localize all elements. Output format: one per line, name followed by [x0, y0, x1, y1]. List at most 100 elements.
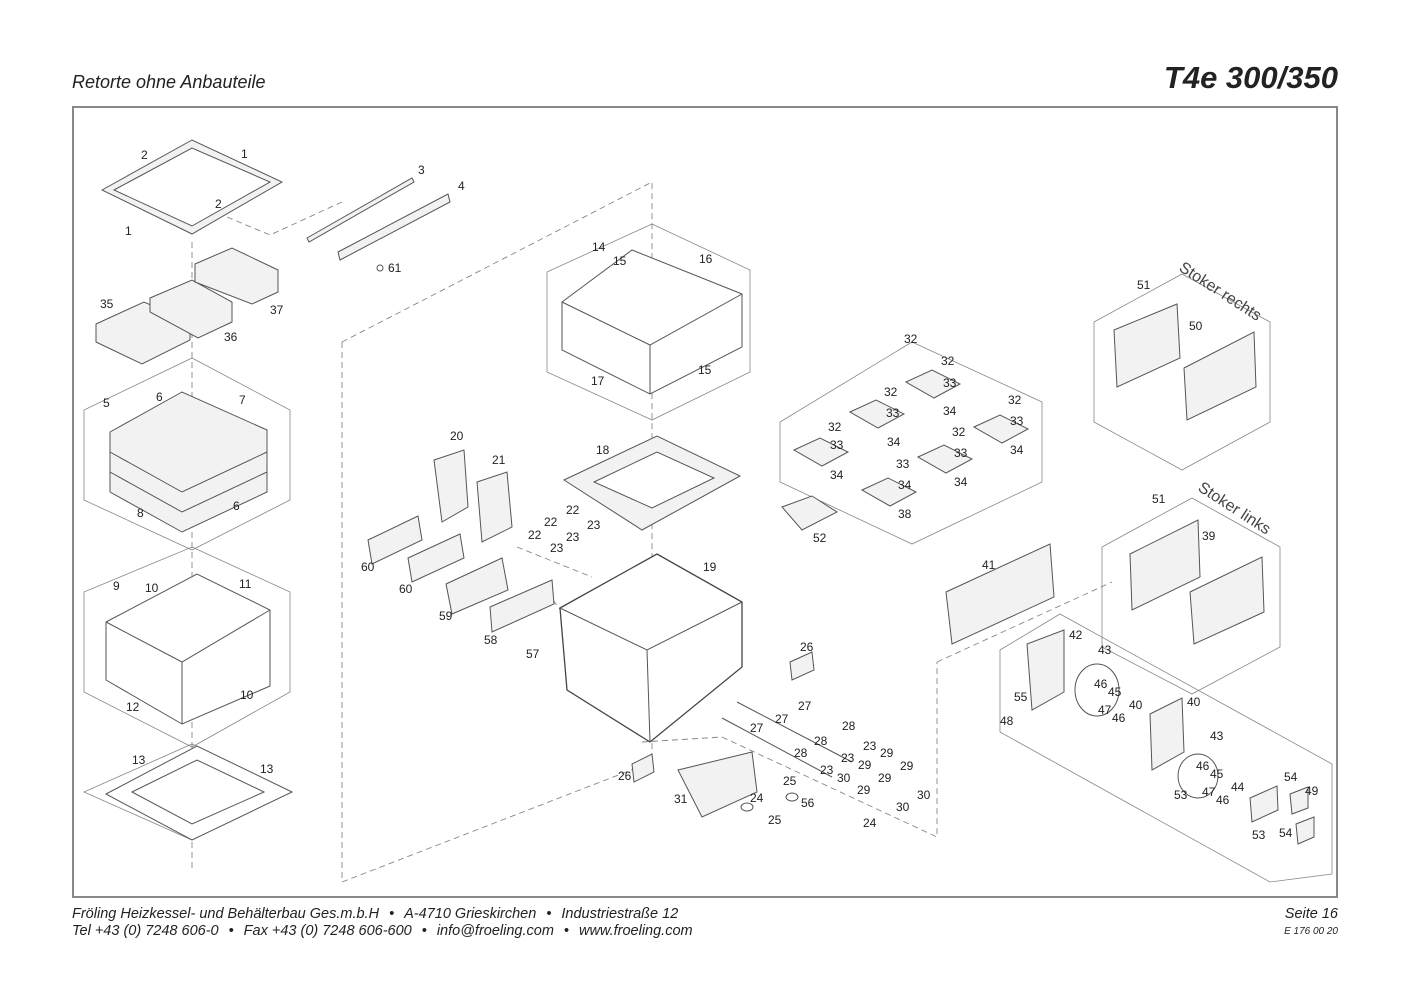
part-number: 28 [814, 734, 828, 748]
part-number: 60 [399, 582, 413, 596]
part-number: 46 [1216, 793, 1230, 807]
part-number: 20 [450, 429, 464, 443]
part-number: 19 [703, 560, 717, 574]
part-number: 41 [982, 558, 996, 572]
part-number-labels: 1 2 2 1 3 4 61 35 36 37 5 6 7 8 6 9 10 1… [100, 147, 1319, 842]
part-number: 60 [361, 560, 375, 574]
part-number: 15 [613, 254, 627, 268]
part-number: 6 [233, 499, 240, 513]
part-number: 34 [1010, 443, 1024, 457]
fax: Fax +43 (0) 7248 606-600 [243, 923, 412, 939]
part-number: 35 [100, 297, 114, 311]
part-number: 17 [591, 374, 605, 388]
part-number: 23 [863, 739, 877, 753]
part-number: 22 [528, 528, 542, 542]
part-number: 36 [224, 330, 238, 344]
part-number: 43 [1098, 643, 1112, 657]
part-number: 54 [1279, 826, 1293, 840]
exploded-parts-drawing: Stoker rechts Stoker links 1 2 2 1 3 4 6… [83, 139, 1333, 883]
phone: Tel +43 (0) 7248 606-0 [72, 923, 219, 939]
part-number: 10 [240, 688, 254, 702]
group-label-stoker-rechts: Stoker rechts [1176, 259, 1264, 325]
part-number: 32 [1008, 393, 1022, 407]
part-number: 23 [587, 518, 601, 532]
part-number: 8 [137, 506, 144, 520]
website-link[interactable]: www.froeling.com [578, 923, 693, 939]
part-number: 24 [863, 816, 877, 830]
part-number: 58 [484, 633, 498, 647]
document-code: E 176 00 20 [1284, 926, 1338, 937]
part-number: 26 [618, 769, 632, 783]
part-number: 12 [126, 700, 140, 714]
part-number: 42 [1069, 628, 1083, 642]
part-number: 23 [820, 763, 834, 777]
part-number: 46 [1196, 759, 1210, 773]
page-title: T4e 300/350 [1163, 60, 1338, 95]
part-number: 33 [886, 406, 900, 420]
company-street: Industriestraße 12 [561, 906, 679, 922]
part-number: 51 [1152, 492, 1166, 506]
part-number: 9 [113, 579, 120, 593]
part-number: 40 [1129, 698, 1143, 712]
part-number: 16 [699, 252, 713, 266]
part-number: 4 [458, 179, 465, 193]
footer-address-row: Fröling Heizkessel- und Behälterbau Ges.… [72, 906, 679, 922]
part-number: 25 [768, 813, 782, 827]
part-number: 31 [674, 792, 688, 806]
part-number: 53 [1252, 828, 1266, 842]
part-number: 32 [904, 332, 918, 346]
part-number: 13 [260, 762, 274, 776]
part-number: 27 [775, 712, 789, 726]
part-number: 48 [1000, 714, 1014, 728]
part-number: 22 [544, 515, 558, 529]
part-number: 43 [1210, 729, 1224, 743]
part-number: 57 [526, 647, 540, 661]
part-number: 27 [798, 699, 812, 713]
part-number: 46 [1094, 677, 1108, 691]
part-number: 45 [1108, 685, 1122, 699]
part-number: 7 [239, 393, 246, 407]
part-number: 32 [941, 354, 955, 368]
part-number: 13 [132, 753, 146, 767]
part-number: 53 [1174, 788, 1188, 802]
part-number: 51 [1137, 278, 1151, 292]
part-number: 56 [801, 796, 815, 810]
part-number: 11 [239, 577, 252, 591]
part-number: 30 [917, 788, 931, 802]
part-number: 29 [900, 759, 914, 773]
part-number: 2 [215, 197, 222, 211]
part-number: 29 [858, 758, 872, 772]
part-number: 34 [954, 475, 968, 489]
part-number: 28 [842, 719, 856, 733]
part-number: 54 [1284, 770, 1298, 784]
part-number: 15 [698, 363, 712, 377]
part-number: 34 [898, 478, 912, 492]
part-number: 3 [418, 163, 425, 177]
part-number: 32 [884, 385, 898, 399]
part-number: 47 [1202, 785, 1216, 799]
part-number: 21 [492, 453, 506, 467]
page-number: Seite 16 [1284, 906, 1338, 922]
exploded-view-frame: Stoker rechts Stoker links 1 2 2 1 3 4 6… [72, 106, 1338, 898]
part-number: 30 [837, 771, 851, 785]
part-number: 5 [103, 396, 110, 410]
part-number: 23 [566, 530, 580, 544]
company-name: Fröling Heizkessel- und Behälterbau Ges.… [72, 906, 380, 922]
part-number: 47 [1098, 703, 1112, 717]
part-number: 33 [954, 446, 968, 460]
part-number: 2 [141, 148, 148, 162]
footer-contact-row: Tel +43 (0) 7248 606-0•Fax +43 (0) 7248 … [72, 923, 693, 939]
part-number: 34 [830, 468, 844, 482]
part-number: 1 [241, 147, 248, 161]
part-number: 44 [1231, 780, 1245, 794]
email-link[interactable]: info@froeling.com [436, 923, 554, 939]
part-number: 61 [388, 261, 402, 275]
part-number: 29 [878, 771, 892, 785]
part-number: 10 [145, 581, 159, 595]
part-number: 29 [880, 746, 894, 760]
part-number: 37 [270, 303, 284, 317]
part-number: 18 [596, 443, 610, 457]
part-number: 23 [550, 541, 564, 555]
part-number: 39 [1202, 529, 1216, 543]
part-number: 50 [1189, 319, 1203, 333]
